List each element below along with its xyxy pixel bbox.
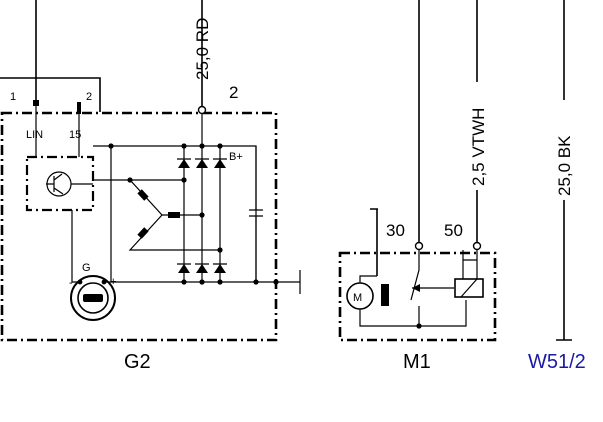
terminal-b-connector <box>197 105 207 115</box>
pin2-terminal <box>77 102 81 114</box>
generator-symbol: G - + <box>69 210 116 321</box>
pin1-terminal <box>33 100 39 106</box>
m1-starter: 2,5 VTWH 30 50 M <box>338 0 497 342</box>
terminal-50-connector <box>472 241 482 251</box>
g2-designation: G2 <box>124 351 151 373</box>
diode-row-upper <box>177 146 227 282</box>
generator-plus-label: + <box>110 276 116 288</box>
generator-g-label: G <box>82 262 91 274</box>
wire-label-g2-battery: 25,0 RD <box>193 18 212 80</box>
wire-label-m1-50: 2,5 VTWH <box>469 108 488 186</box>
m1-designation: M1 <box>403 351 431 373</box>
relay-contact <box>410 250 467 327</box>
g2-module-box <box>0 111 278 342</box>
junction-dots <box>108 143 279 285</box>
ground-reference-link[interactable]: W51/2 <box>528 351 586 373</box>
g2-pin-15-label: 15 <box>69 129 81 141</box>
wire-ground <box>556 0 572 341</box>
terminal-30-connector <box>414 241 424 251</box>
wire-feed-left <box>0 0 37 79</box>
generator-minus-label: - <box>69 277 73 289</box>
wire-feed-pin2 <box>36 77 101 112</box>
solenoid-coil <box>454 278 484 298</box>
m1-ground-stub <box>370 208 378 276</box>
m1-module-box <box>338 251 497 342</box>
m1-terminal-50-label: 50 <box>444 221 463 240</box>
wire-label-ground: 25,0 BK <box>555 135 574 196</box>
g2-generator: 1 2 LIN 15 2 <box>0 0 301 373</box>
capacitor <box>249 146 263 282</box>
field-winding-block <box>381 284 389 306</box>
b-plus-bus <box>93 114 257 282</box>
g2-pin-1-label: 1 <box>10 91 16 103</box>
diode-row-lower <box>177 263 227 273</box>
g2-pin-2-label: 2 <box>86 91 92 103</box>
b-plus-label: B+ <box>229 151 243 163</box>
g2-terminal-b-label: 2 <box>229 83 238 102</box>
g2-pin-lin-label: LIN <box>26 129 43 141</box>
m1-terminal-30-label: 30 <box>386 221 405 240</box>
stator-windings <box>93 179 220 251</box>
m1-motor-label: M <box>353 292 362 304</box>
